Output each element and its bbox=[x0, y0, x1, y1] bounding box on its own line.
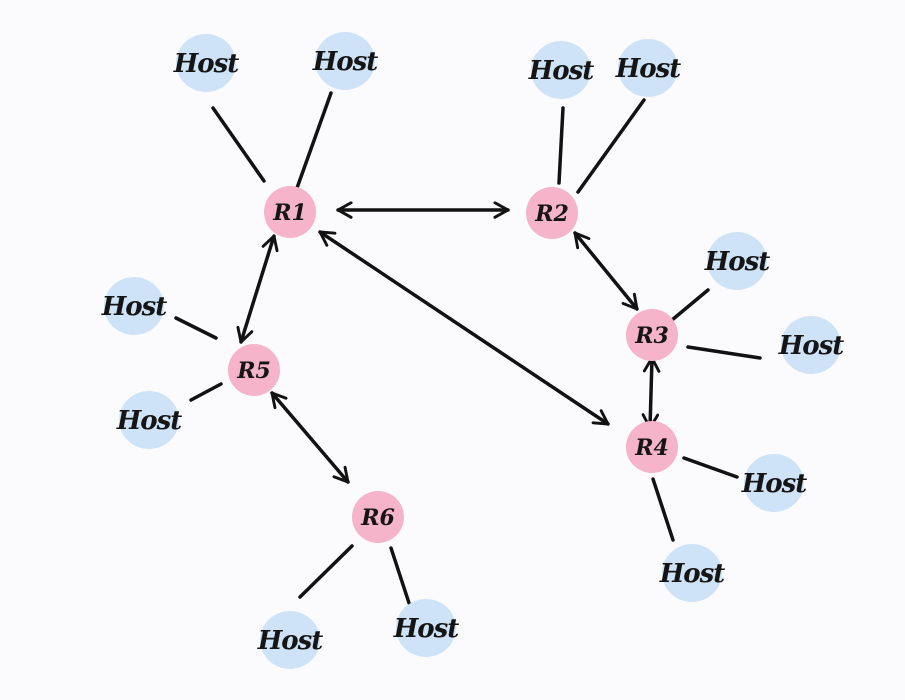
host-blob bbox=[315, 32, 375, 90]
host-link-h-r4-a bbox=[682, 456, 739, 479]
host-node-h-r3-b: Host bbox=[778, 316, 845, 374]
router-label: R4 bbox=[634, 435, 669, 461]
router-blob bbox=[352, 491, 404, 543]
host-label: Host bbox=[528, 56, 595, 86]
router-label: R5 bbox=[236, 358, 271, 384]
host-node-h-r1-b: Host bbox=[312, 32, 379, 90]
host-blob bbox=[531, 41, 591, 99]
host-blob bbox=[104, 277, 164, 335]
host-link-h-r6-a bbox=[298, 544, 354, 599]
host-blob bbox=[744, 454, 804, 512]
host-blob bbox=[260, 611, 320, 669]
host-blob bbox=[707, 232, 767, 290]
host-link-h-r4-b bbox=[651, 477, 675, 542]
host-link-h-r6-b bbox=[389, 546, 411, 605]
host-blob bbox=[396, 599, 456, 657]
host-node-h-r2-a: Host bbox=[528, 41, 595, 99]
host-label: Host bbox=[659, 559, 726, 589]
host-label: Host bbox=[101, 292, 168, 322]
host-link-h-r5-a bbox=[174, 316, 218, 340]
host-node-h-r4-b: Host bbox=[659, 544, 726, 602]
router-link-r1-r5 bbox=[236, 234, 279, 344]
router-label: R3 bbox=[634, 323, 669, 349]
host-label: Host bbox=[393, 614, 460, 644]
router-link-r2-r3 bbox=[573, 231, 639, 311]
router-link-r5-r6 bbox=[270, 391, 350, 484]
router-blob bbox=[626, 309, 678, 361]
host-label: Host bbox=[778, 331, 845, 361]
router-label: R2 bbox=[534, 201, 569, 227]
host-blob bbox=[176, 34, 236, 92]
router-node-r6: R6 bbox=[352, 491, 404, 543]
host-label: Host bbox=[173, 49, 240, 79]
host-label: Host bbox=[741, 469, 808, 499]
host-label: Host bbox=[257, 626, 324, 656]
host-label: Host bbox=[312, 47, 379, 77]
edges-layer bbox=[174, 91, 762, 605]
router-label: R6 bbox=[360, 505, 395, 531]
router-link-r1-r4 bbox=[318, 230, 610, 426]
host-node-h-r5-a: Host bbox=[101, 277, 168, 335]
router-node-r4: R4 bbox=[626, 421, 678, 473]
router-node-r2: R2 bbox=[526, 187, 578, 239]
router-blob bbox=[526, 187, 578, 239]
router-link-r3-r4 bbox=[641, 356, 661, 430]
host-label: Host bbox=[116, 406, 183, 436]
router-node-r5: R5 bbox=[228, 344, 280, 396]
host-blob bbox=[618, 39, 678, 97]
router-blob bbox=[626, 421, 678, 473]
host-node-h-r5-b: Host bbox=[116, 391, 183, 449]
host-link-h-r3-b bbox=[686, 345, 762, 360]
router-node-r3: R3 bbox=[626, 309, 678, 361]
router-blob bbox=[264, 186, 316, 238]
host-blob bbox=[781, 316, 841, 374]
host-link-h-r1-b bbox=[295, 91, 333, 190]
host-link-h-r2-a bbox=[557, 106, 565, 185]
host-label: Host bbox=[615, 54, 682, 84]
host-node-h-r6-b: Host bbox=[393, 599, 460, 657]
router-label: R1 bbox=[272, 200, 307, 226]
host-label: Host bbox=[704, 247, 771, 277]
router-blob bbox=[228, 344, 280, 396]
router-node-r1: R1 bbox=[264, 186, 316, 238]
host-link-h-r5-b bbox=[189, 382, 223, 402]
host-node-h-r1-a: Host bbox=[173, 34, 240, 92]
host-link-h-r2-b bbox=[576, 98, 646, 194]
host-blob bbox=[119, 391, 179, 449]
host-node-h-r6-a: Host bbox=[257, 611, 324, 669]
host-link-h-r3-a bbox=[670, 288, 710, 322]
host-node-h-r4-a: Host bbox=[741, 454, 808, 512]
host-blob bbox=[662, 544, 722, 602]
host-link-h-r1-a bbox=[211, 106, 266, 183]
host-node-h-r3-a: Host bbox=[704, 232, 771, 290]
host-node-h-r2-b: Host bbox=[615, 39, 682, 97]
